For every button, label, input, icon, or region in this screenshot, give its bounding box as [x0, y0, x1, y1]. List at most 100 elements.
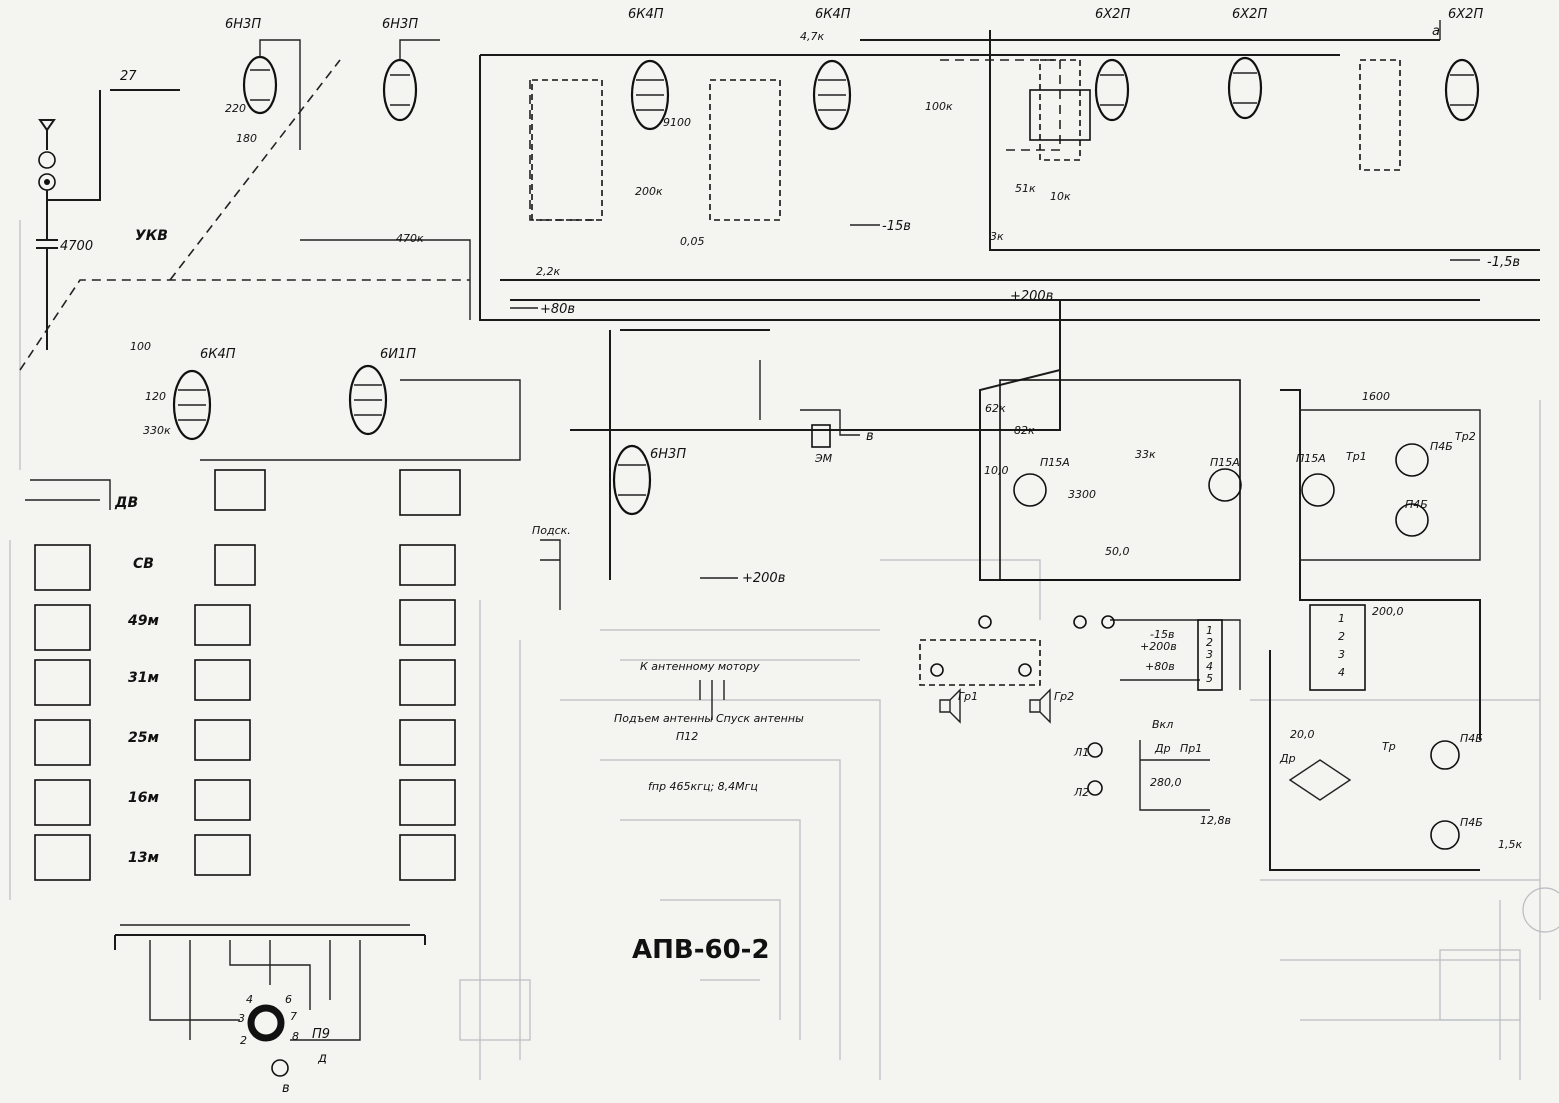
tube-t9-label: 6И1П: [380, 347, 416, 362]
tube-t5-label: 6Х2П: [1095, 7, 1130, 22]
tube-t8-label: 6К4П: [200, 347, 236, 362]
tube-t2-label: 6Н3П: [382, 17, 418, 32]
cap-9100-label: 9100: [663, 116, 691, 129]
tube-t9: 6И1П: [348, 347, 416, 436]
cap-0-05-label: 0,05: [680, 235, 705, 248]
transformer-tr2-label: Тр2: [1455, 430, 1476, 443]
supply-80-label: +80в: [540, 302, 575, 317]
cap-180-label: 180: [236, 132, 257, 145]
cap-200-label: 200,0: [1372, 605, 1404, 618]
connector-200-label: +200в: [1140, 640, 1177, 653]
battery-12-8-label: 12,8в: [1200, 814, 1231, 827]
band-ukv-label: УКВ: [135, 228, 168, 244]
connector-80-label: +80в: [1145, 660, 1175, 673]
res-82k-label: 82к: [1014, 424, 1035, 437]
band-31m-label: 31м: [128, 670, 159, 686]
res-51k-label: 51к: [1015, 182, 1036, 195]
switch-pin-2: 2: [240, 1034, 247, 1047]
res-33k-label: 33к: [1135, 448, 1156, 461]
cap-120-label: 120: [145, 390, 166, 403]
res-4-7k-label: 4,7к: [800, 30, 824, 43]
band-16m-label: 16м: [128, 790, 159, 806]
cap-280-label: 280,0: [1150, 776, 1182, 789]
cap-27-label: 27: [120, 69, 137, 84]
res-10k-label: 10к: [1050, 190, 1071, 203]
band-13m-label: 13м: [128, 850, 159, 866]
power-converter: 1 2 3 4 П4Б П4Б Др Тр 20,0 1,5к: [1279, 604, 1522, 851]
switch-pin-6: 6: [285, 993, 292, 1006]
tube-t10-label: 6Н3П: [650, 447, 686, 462]
relay-pin-3: 3: [1338, 648, 1345, 661]
ukv-dashed-boundary: УКВ: [19, 59, 1061, 371]
relay-pin-1: 1: [1338, 612, 1345, 625]
transistor-p4b-1: П4Б: [1430, 440, 1453, 453]
res-1-5k-label: 1,5к: [1498, 838, 1522, 851]
tube-t7-label: 6Х2П: [1448, 7, 1483, 22]
switch-pin-7: 7: [290, 1010, 297, 1023]
band-25m-label: 25м: [128, 730, 159, 746]
connector-block: 1 2 3 4 5 -15в +200в +80в: [1140, 619, 1223, 691]
top-component-values: 9100 200к 470к 100к 51к 10к 0,05 2,2к 3к…: [130, 100, 1071, 437]
tube-t6: 6Х2П: [1227, 7, 1267, 120]
switch-pin-3: 3: [238, 1012, 245, 1025]
bleed-through-traces: [9, 220, 1559, 1080]
connector-pin-5: 5: [1206, 672, 1213, 685]
cap-100-label: 100: [130, 340, 151, 353]
tube-t4-label: 6К4П: [815, 7, 851, 22]
main-rails: [46, 30, 1540, 871]
band-sv-label: СВ: [133, 556, 154, 572]
cap-1600-label: 1600: [1362, 390, 1390, 403]
res-100k-label: 100к: [925, 100, 953, 113]
fuse-pr1-label: Пр1: [1180, 742, 1202, 755]
antenna-motor-area: Подск. ЭМ в К антенному мотору Подъем ан…: [532, 360, 874, 793]
supply-200b-label: +200в: [742, 571, 785, 586]
audio-amplifier-stage: П15А П15А 62к 82к 10,0 50,0 33к 3300: [984, 379, 1242, 581]
tube-t6-label: 6Х2П: [1232, 7, 1267, 22]
transistor-p4b-2: П4Б: [1405, 498, 1428, 511]
band-dv-label: ДВ: [114, 495, 138, 511]
if-transformer-boxes: [531, 59, 1401, 221]
connector-neg15-label: -15в: [1150, 628, 1174, 641]
diagram-title: АПВ-60-2: [632, 935, 770, 965]
transistor-p15a-2: П15А: [1210, 456, 1240, 469]
tube-t10: 6Н3П: [612, 444, 686, 516]
supply-200a-label: +200в: [1010, 289, 1053, 304]
supply-neg15-label: -15в: [882, 219, 911, 234]
tube-t1: 6Н3П 220 180: [225, 17, 301, 150]
transistor-p15a-3: П15А: [1296, 452, 1326, 465]
band-coil-panels: [25, 469, 461, 881]
cap-220-label: 220: [225, 102, 246, 115]
search-switch-label: Подск.: [532, 524, 571, 537]
connector-pin-2: 2: [1206, 636, 1213, 649]
choke-dr2-label: Др: [1154, 742, 1171, 755]
choke-dr-label: Др: [1279, 752, 1296, 765]
supply-neg1-5-label: -1,5в: [1487, 255, 1520, 270]
tube-t3: 6К4П: [628, 7, 670, 131]
switch-pin-8: 8: [292, 1030, 299, 1043]
em-label: ЭМ: [814, 452, 833, 465]
res-200k-label: 200к: [635, 185, 663, 198]
p12-label: П12: [676, 730, 698, 743]
lower-antenna-label: Спуск антенны: [716, 712, 804, 725]
cap-20-label: 20,0: [1290, 728, 1315, 741]
band-switch-mechanism: 4 6 3 7 2 8 П9 д в: [114, 924, 426, 1096]
speaker-gr2-label: Гр2: [1054, 690, 1074, 703]
transistor-p15a-1: П15А: [1040, 456, 1070, 469]
terminal-b-label: в: [282, 1081, 290, 1096]
res-3k-label: 3к: [990, 230, 1004, 243]
connector-pin-1: 1: [1206, 624, 1213, 637]
transformer-tr-label: Тр: [1382, 740, 1396, 753]
tube-t3-label: 6К4П: [628, 7, 664, 22]
band-labels: ДВ СВ 49м 31м 25м 16м 13м: [114, 495, 159, 866]
res-62k-label: 62к: [985, 402, 1006, 415]
cap-50-0-label: 50,0: [1105, 545, 1130, 558]
tube-t2: 6Н3П: [382, 17, 440, 122]
lamp-l1-label: Л1: [1073, 746, 1089, 759]
if-frequency-label: fпр 465кгц; 8,4Мгц: [648, 780, 758, 793]
switch-pin-4: 4: [246, 993, 253, 1006]
res-330k-label: 330к: [143, 424, 171, 437]
power-switch-label: Вкл: [1152, 718, 1173, 731]
tube-t1-label: 6Н3П: [225, 17, 261, 32]
connector-pin-4: 4: [1206, 660, 1213, 673]
